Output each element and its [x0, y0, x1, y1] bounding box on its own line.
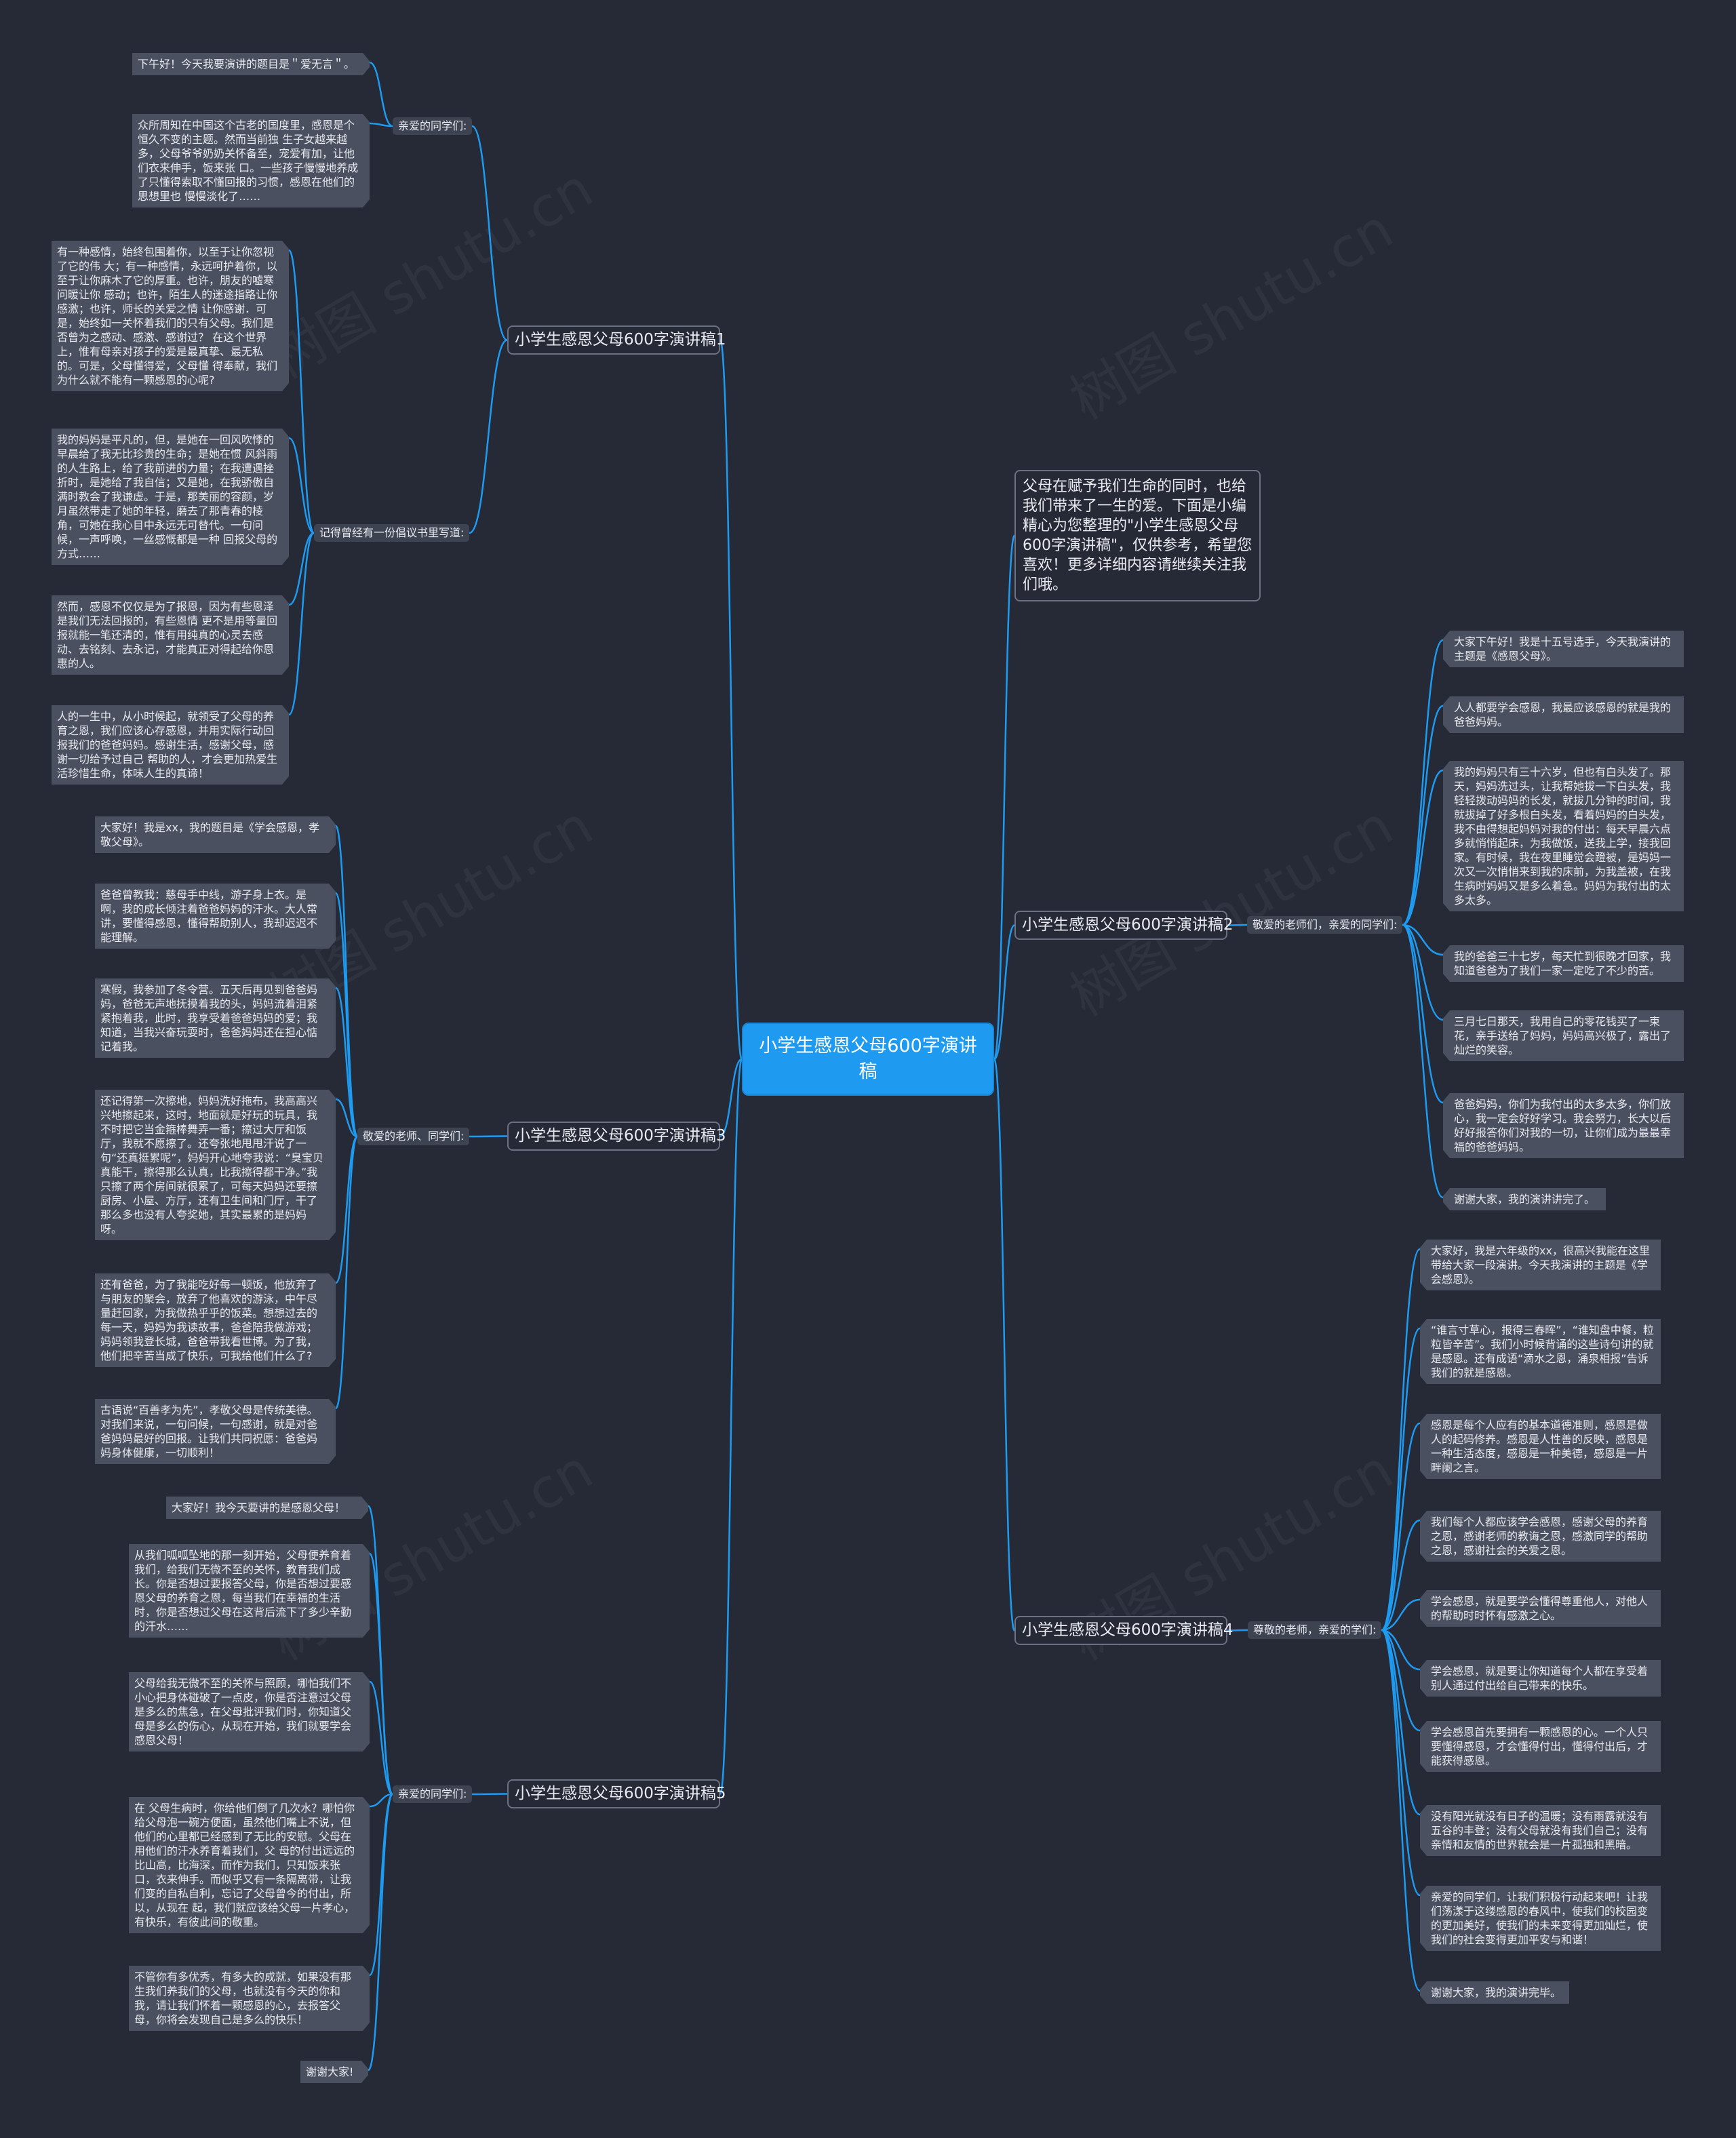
connector-topic-sub: [1227, 924, 1248, 926]
leaf-note[interactable]: 我的妈妈是平凡的，但，是她在一回风吹悸的早晨给了我无比珍贵的生命；是她在惯 风斜…: [52, 429, 289, 565]
leaf-note[interactable]: 爸爸妈妈，你们为我付出的太多太多，你们放心，我一定会好好学习。我会努力，长大以后…: [1443, 1093, 1684, 1158]
leaf-note[interactable]: 有一种感情，始终包围着你，以至于让你忽视了它的伟 大；有一种感情，永远呵护着你，…: [52, 241, 289, 391]
connector-topic-sub: [469, 339, 508, 534]
leaf-note[interactable]: 没有阳光就没有日子的温暖；没有雨露就没有五谷的丰登；没有父母就没有我们自己；没有…: [1420, 1805, 1661, 1856]
connector-sub-leaf: [334, 892, 359, 1138]
leaf-note[interactable]: 众所周知在中国这个古老的国度里，感恩是个恒久不变的主题。然而当前独 生子女越来越…: [132, 114, 370, 207]
connector-sub-leaf: [1402, 924, 1444, 1021]
leaf-note[interactable]: 学会感恩首先要拥有一颗感恩的心。一个人只要懂得感恩，才会懂得付出，懂得付出后，才…: [1420, 1721, 1661, 1772]
connector-sub-leaf: [369, 1680, 393, 1796]
connector-topic-sub: [471, 1793, 508, 1796]
subtopic-label[interactable]: 亲爱的同学们:: [393, 1785, 473, 1803]
connector-sub-leaf: [288, 249, 315, 534]
connector-lines: [288, 61, 1444, 2072]
connector-sub-leaf: [368, 1793, 394, 1977]
connector-root-topic: [719, 1058, 743, 1137]
connector-sub-leaf: [334, 1135, 359, 1410]
leaf-note[interactable]: 大家好，我是六年级的xx，很高兴我能在这里带给大家一段演讲。今天我演讲的主题是《…: [1420, 1240, 1661, 1290]
topic-node-4[interactable]: 小学生感恩父母600字演讲稿4: [1014, 1616, 1234, 1645]
leaf-note[interactable]: 父母给我无微不至的关怀与照顾，哪怕我们不小心把身体碰破了一点皮，你是否注意过父母…: [129, 1672, 370, 1751]
connector-sub-leaf: [288, 532, 315, 606]
connector-sub-leaf: [1381, 1598, 1421, 1631]
connector-topic-sub: [469, 1135, 508, 1138]
leaf-note[interactable]: 从我们呱呱坠地的那一刻开始，父母便养育着我们，给我们无微不至的关怀，教育我们成长…: [129, 1544, 370, 1638]
leaf-note[interactable]: 不管你有多优秀，有多大的成就，如果没有那生我们养我们的父母，也就没有今天的你和我…: [129, 1966, 370, 2031]
connector-sub-leaf: [1380, 1248, 1421, 1631]
subtopic-label[interactable]: 敬爱的老师们，亲爱的同学们:: [1247, 916, 1403, 934]
leaf-note[interactable]: 谢谢大家，我的演讲讲完了。: [1443, 1188, 1606, 1210]
connector-sub-leaf: [1381, 1519, 1421, 1631]
intro-note[interactable]: 父母在赋予我们生命的同时，也给我们带来了一生的爱。下面是小编精心为您整理的"小学…: [1014, 470, 1261, 601]
leaf-note[interactable]: 在 父母生病时，你给他们倒了几次水？哪怕你给父母泡一碗方便面，虽然他们嘴上不说，…: [129, 1797, 370, 1933]
leaf-note[interactable]: 大家好！我今天要讲的是感恩父母！: [166, 1497, 368, 1519]
leaf-note[interactable]: 人的一生中，从小时候起，就领受了父母的养育之恩，我们应该心存感恩，并用实际行动回…: [52, 705, 289, 785]
connector-sub-leaf: [368, 1552, 394, 1796]
leaf-note[interactable]: 大家好！我是xx，我的题目是《学会感恩，孝敬父母》。: [95, 816, 336, 853]
leaf-note[interactable]: 我的爸爸三十七岁，每天忙到很晚才回家，我知道爸爸为了我们一家一定吃了不少的苦。: [1443, 945, 1684, 982]
leaf-note[interactable]: 古语说“百善孝为先”，孝敬父母是传统美德。对我们来说，一句问候，一句感谢，就是对…: [95, 1399, 336, 1464]
leaf-note[interactable]: 我们每个人都应该学会感恩，感谢父母的养育之恩，感谢老师的教诲之恩，感激同学的帮助…: [1420, 1511, 1661, 1562]
connector-sub-leaf: [1402, 639, 1444, 926]
topic-node-3[interactable]: 小学生感恩父母600字演讲稿3: [507, 1122, 726, 1151]
connector-root-topic: [719, 1058, 743, 1795]
connector-root-topic: [993, 924, 1016, 1061]
root-topic[interactable]: 小学生感恩父母600字演讲稿: [742, 1023, 994, 1096]
connector-sub-leaf: [1402, 769, 1444, 926]
leaf-note[interactable]: 学会感恩，就是要学会懂得尊重他人，对他人的帮助时时怀有感激之心。: [1420, 1590, 1661, 1627]
leaf-note[interactable]: 寒假，我参加了冬令营。五天后再见到爸爸妈妈，爸爸无声地抚摸着我的头，妈妈流着泪紧…: [95, 978, 336, 1058]
leaf-note[interactable]: 谢谢大家，我的演讲完毕。: [1420, 1981, 1569, 2004]
leaf-note[interactable]: 爸爸曾教我：慈母手中线，游子身上衣。是啊，我的成长倾注着爸爸妈妈的汗水。大人常讲…: [95, 884, 336, 949]
leaf-note[interactable]: 大家下午好！我是十五号选手，今天我演讲的主题是《感恩父母》。: [1443, 631, 1684, 667]
subtopic-label[interactable]: 敬爱的老师、同学们:: [357, 1128, 470, 1145]
connector-sub-leaf: [1381, 1422, 1421, 1631]
subtopic-label[interactable]: 尊敬的老师，亲爱的学们:: [1248, 1621, 1382, 1639]
connector-sub-leaf: [288, 437, 315, 534]
connector-sub-leaf: [1402, 924, 1444, 1199]
connector-sub-leaf: [335, 1098, 358, 1138]
connector-sub-leaf: [1402, 705, 1444, 926]
connector-sub-leaf: [369, 61, 393, 127]
leaf-note[interactable]: “谁言寸草心，报得三春晖”，“谁知盘中餐，粒粒皆辛苦”。我们小时候背诵的这些诗句…: [1420, 1319, 1661, 1384]
leaf-note[interactable]: 人人都要学会感恩，我最应该感恩的就是我的爸爸妈妈。: [1443, 696, 1684, 733]
leaf-note[interactable]: 还记得第一次擦地，妈妈洗好拖布，我高高兴兴地擦起来，这时，地面就是好玩的玩具，我…: [95, 1090, 336, 1240]
connector-root-topic: [993, 1058, 1016, 1631]
leaf-note[interactable]: 亲爱的同学们，让我们积极行动起来吧！让我们荡漾于这缕感恩的春风中，使我们的校园变…: [1420, 1886, 1661, 1951]
connector-sub-leaf: [1381, 1629, 1421, 1816]
connector-sub-leaf: [1381, 1629, 1421, 1732]
connector-sub-leaf: [288, 532, 315, 716]
subtopic-label[interactable]: 记得曾经有一份倡议书里写道:: [314, 524, 470, 542]
leaf-note[interactable]: 学会感恩，就是要让你知道每个人都在享受着别人通过付出给自己带来的快乐。: [1420, 1660, 1661, 1697]
topic-node-2[interactable]: 小学生感恩父母600字演讲稿2: [1014, 911, 1234, 940]
connector-sub-leaf: [1381, 1629, 1421, 1897]
connector-sub-leaf: [1381, 1629, 1421, 1671]
topic-node-5[interactable]: 小学生感恩父母600字演讲稿5: [507, 1779, 726, 1808]
connector-topic-sub: [1227, 1629, 1248, 1631]
connector-root-topic: [719, 339, 743, 1061]
connector-sub-leaf: [1381, 1327, 1421, 1631]
watermark-text: 树图 shutu.cn: [1060, 197, 1403, 432]
leaf-note[interactable]: 感恩是每个人应有的基本道德准则，感恩是做人的起码修养。感恩是人性善的反映，感恩是…: [1420, 1414, 1661, 1479]
connector-sub-leaf: [1381, 1629, 1421, 1992]
subtopic-label[interactable]: 亲爱的同学们:: [393, 117, 473, 135]
connector-sub-leaf: [1402, 924, 1444, 1104]
topic-node-1[interactable]: 小学生感恩父母600字演讲稿1: [507, 325, 726, 355]
connector-sub-leaf: [367, 1793, 394, 2072]
leaf-note[interactable]: 谢谢大家!: [300, 2061, 368, 2083]
connector-sub-leaf: [369, 1793, 393, 1808]
connector-root-intro: [993, 534, 1016, 1061]
leaf-note[interactable]: 我的妈妈只有三十六岁，但也有白头发了。那天，妈妈洗过头，让我帮她拔一下白头发，我…: [1443, 761, 1684, 911]
connector-topic-sub: [471, 125, 508, 341]
connector-sub-leaf: [334, 1135, 359, 1284]
leaf-note[interactable]: 还有爸爸，为了我能吃好每一顿饭，他放弃了与朋友的聚会，放弃了他喜欢的游泳，中午尽…: [95, 1273, 336, 1367]
leaf-note[interactable]: 三月七日那天，我用自己的零花钱买了一束花，亲手送给了妈妈，妈妈高兴极了，露出了灿…: [1443, 1010, 1684, 1061]
connector-sub-leaf: [1402, 924, 1444, 956]
leaf-note[interactable]: 下午好！今天我要演讲的题目是＂爱无言＂。: [132, 53, 370, 75]
connector-sub-leaf: [334, 987, 359, 1138]
leaf-note[interactable]: 然而，感恩不仅仅是为了报恩，因为有些恩泽是我们无法回报的，有些恩情 更不是用等量…: [52, 595, 289, 675]
connector-sub-leaf: [369, 122, 393, 127]
